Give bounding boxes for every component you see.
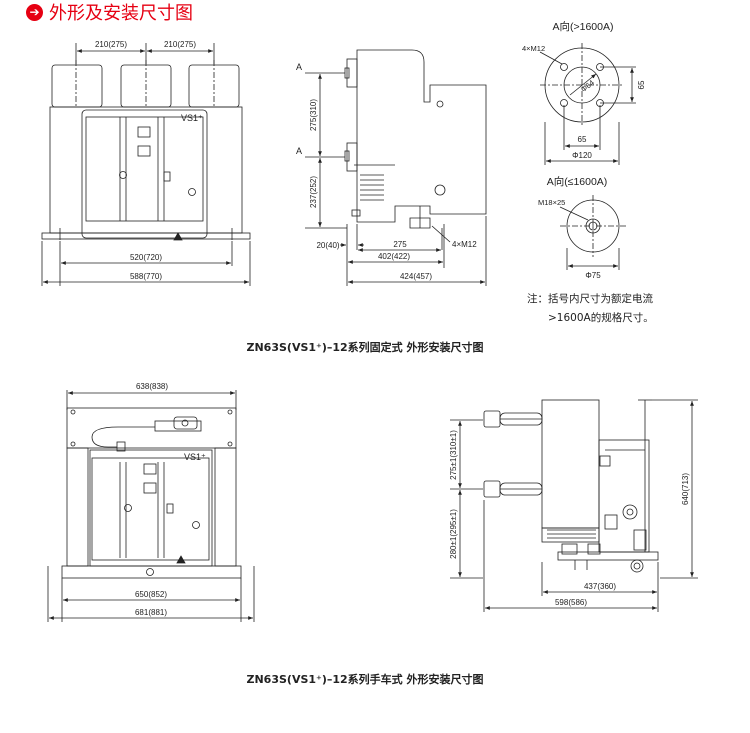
right-arrow-circle-icon: ➔ xyxy=(26,3,43,21)
a-view-hole-dia: Φ64 xyxy=(579,78,596,94)
note-line-2: >1600A的规格尺寸。 xyxy=(548,312,654,324)
dim-depth: 275 xyxy=(393,240,407,249)
fixed-side-view xyxy=(344,49,487,229)
hc-dim-inner-width: 650(852) xyxy=(135,590,167,599)
bolt-spec: 4×M12 xyxy=(452,240,477,249)
handcart-side-view xyxy=(483,399,659,573)
dim-top-right: 210(275) xyxy=(164,40,196,49)
dim-lower-height: 237(252) xyxy=(309,176,318,208)
a-view-dim-bottom: 65 xyxy=(578,135,587,144)
a-view-large-title: A向(>1600A) xyxy=(553,20,614,33)
dim-outer-width: 588(770) xyxy=(130,272,162,281)
fixed-front-view xyxy=(41,60,251,241)
a-view-bolt-spec: 4×M12 xyxy=(522,44,545,53)
dim-top-left: 210(275) xyxy=(95,40,127,49)
a-view-small-title: A向(≤1600A) xyxy=(547,175,608,188)
dim-base-offset: 20(40) xyxy=(316,241,339,250)
fixed-side-dimensions xyxy=(305,72,487,286)
hc-dim-outer-width: 681(881) xyxy=(135,608,167,617)
hc-model-label: VS1⁺ xyxy=(184,452,206,462)
section-title: 外形及安装尺寸图 xyxy=(49,3,193,24)
hc-dim-upper-height: 275±1(310±1) xyxy=(449,430,458,480)
dim-depth-mid: 402(422) xyxy=(378,252,410,261)
note-line-1: 注：括号内尺寸为额定电流 xyxy=(527,293,653,305)
section-header: ➔ 外形及安装尺寸图 xyxy=(26,0,193,24)
hc-dim-top-width: 638(838) xyxy=(136,382,168,391)
hc-dim-lower-height: 280±1(295±1) xyxy=(449,509,458,559)
a-view-small xyxy=(559,195,626,270)
a-view-small-dim-outer: Φ75 xyxy=(585,271,601,280)
dim-depth-total: 424(457) xyxy=(400,272,432,281)
section-a-top: A xyxy=(296,62,302,72)
a-view-dim-outer: Φ120 xyxy=(572,151,592,160)
fixed-caption: ZN63S(VS1⁺)–12系列固定式 外形安装尺寸图 xyxy=(247,340,484,354)
model-label: VS1⁺ xyxy=(181,113,203,123)
handcart-side-dimensions xyxy=(450,399,698,612)
dim-upper-height: 275(310) xyxy=(309,99,318,131)
section-a-bottom: A xyxy=(296,146,302,156)
hc-dim-depth-total: 598(586) xyxy=(555,598,587,607)
a-view-thread-spec: M18×25 xyxy=(538,198,565,207)
handcart-caption: ZN63S(VS1⁺)–12系列手车式 外形安装尺寸图 xyxy=(247,672,484,686)
hc-dim-depth-mid: 437(360) xyxy=(584,582,616,591)
handcart-front-view xyxy=(47,390,255,622)
fixed-front-dimensions xyxy=(41,43,251,286)
a-view-dim-side: 65 xyxy=(637,80,646,89)
dim-inner-width: 520(720) xyxy=(130,253,162,262)
a-view-large xyxy=(539,43,636,165)
hc-dim-total-height: 640(713) xyxy=(681,473,690,505)
